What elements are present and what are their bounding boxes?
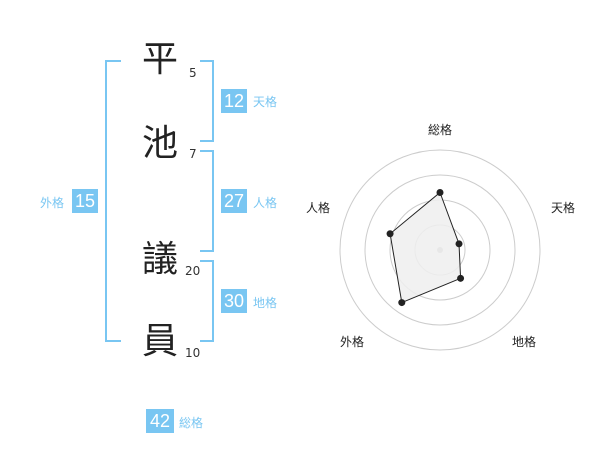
radar-ring-4	[339, 149, 541, 351]
name-char-2: 池	[141, 123, 178, 164]
stroke-count-3: 20	[185, 264, 201, 278]
name-char-4: 員	[141, 321, 178, 362]
tenkaku-label: 天格	[253, 95, 278, 109]
radar-polygon	[389, 191, 462, 304]
gaikaku-bracket	[105, 60, 121, 342]
radar-point-2	[457, 274, 465, 282]
name-char-3: 議	[141, 239, 178, 280]
radar-point-1	[455, 240, 463, 248]
name-char-1: 平	[141, 39, 178, 80]
radar-point-3	[398, 299, 406, 307]
chikaku-bracket	[200, 260, 214, 342]
soukaku-value-badge: 42	[146, 409, 174, 433]
gaikaku-label: 外格	[40, 196, 65, 210]
jinkaku-label: 人格	[253, 196, 278, 210]
radar-point-0	[436, 189, 444, 196]
chikaku-value-badge: 30	[221, 289, 247, 313]
gaikaku-value-badge: 15	[72, 189, 98, 213]
radar-axis-label-chikaku: 地格	[512, 334, 536, 349]
tenkaku-value-badge: 12	[221, 89, 247, 113]
radar-axis-label-jinkaku: 人格	[306, 200, 330, 215]
jinkaku-value-badge: 27	[221, 189, 247, 213]
radar-axis-label-tenkaku: 天格	[551, 200, 575, 215]
radar-points	[386, 189, 465, 307]
soukaku-label: 総格	[179, 416, 204, 430]
stroke-count-2: 7	[189, 147, 197, 161]
radar-ring-3	[364, 174, 516, 326]
radar-axis-label-gaikaku: 外格	[340, 334, 364, 349]
jinkaku-bracket	[200, 150, 214, 252]
tenkaku-bracket	[200, 60, 214, 142]
stroke-count-4: 10	[185, 346, 201, 360]
stroke-count-1: 5	[189, 66, 197, 80]
radar-axis-label-soukaku: 総格	[428, 122, 452, 137]
chikaku-label: 地格	[253, 296, 278, 310]
radar-point-4	[386, 230, 394, 238]
